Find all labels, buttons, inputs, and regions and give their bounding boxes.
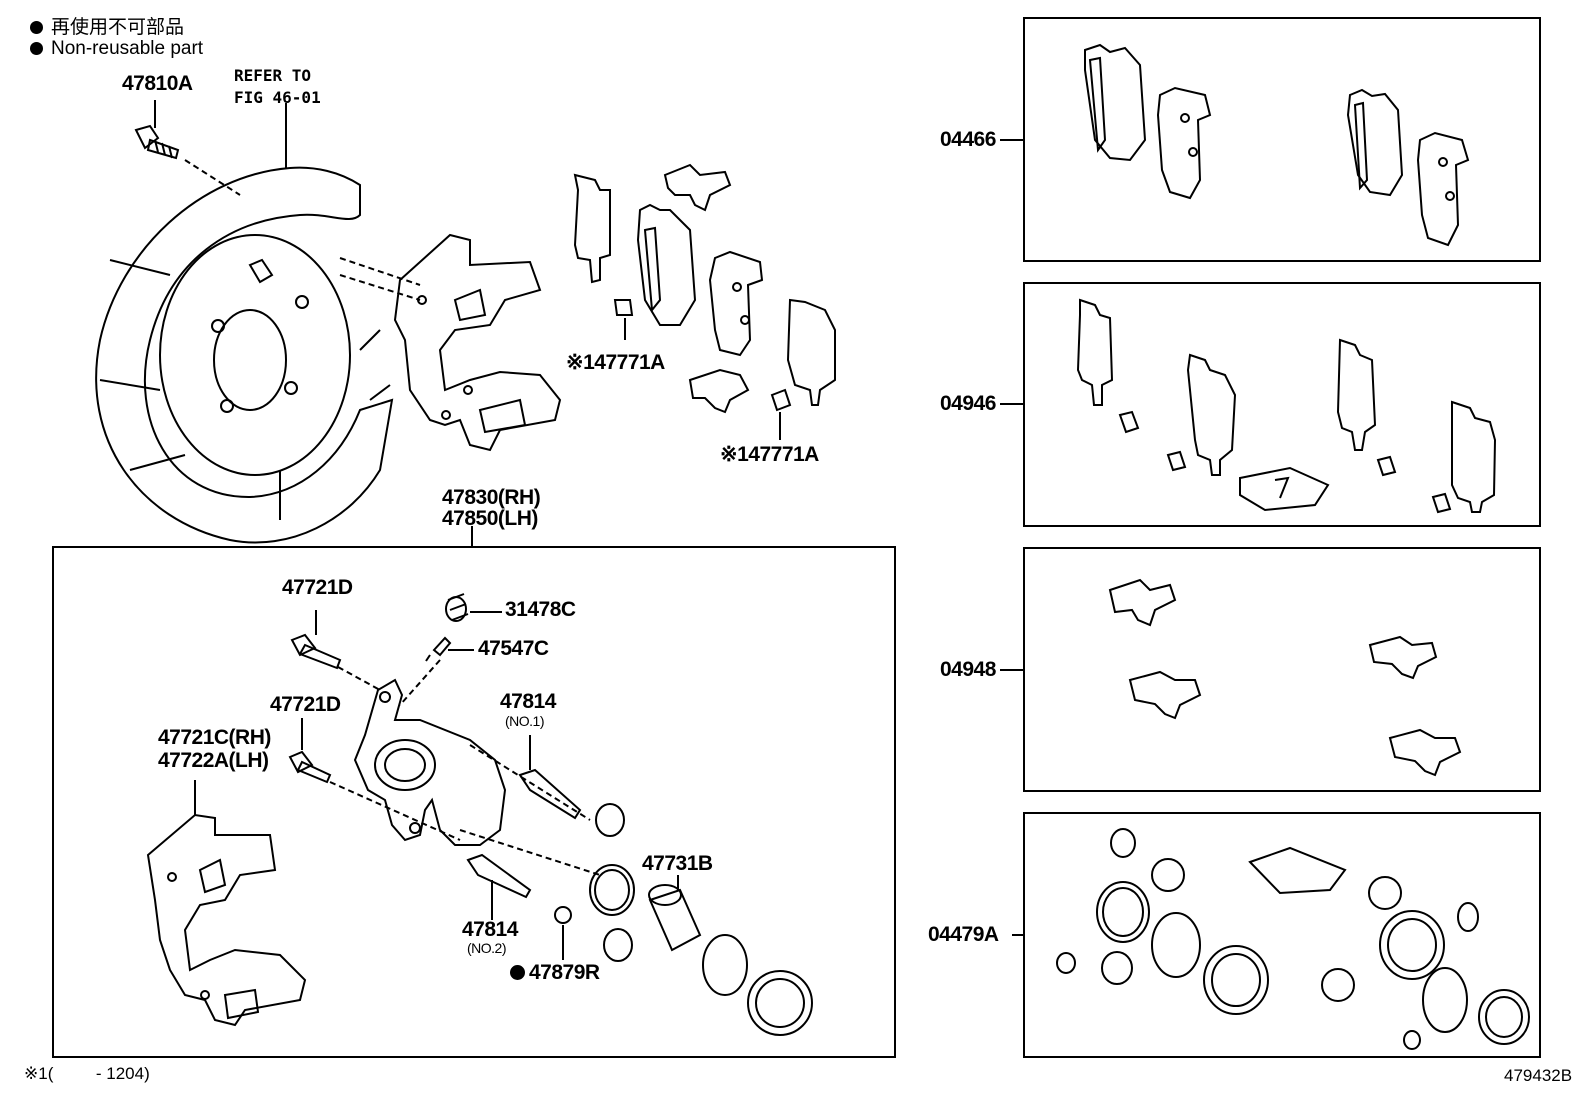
footnote: ※1( - 1204)	[24, 1064, 150, 1083]
bullet-icon	[30, 21, 43, 34]
label-47771A-top[interactable]: ※147771A	[566, 351, 665, 374]
label-47731B[interactable]: 47731B	[642, 852, 713, 875]
kit-box-04948	[1024, 548, 1540, 791]
dust-shield	[96, 168, 392, 543]
label-47879R[interactable]: 47879R	[510, 961, 600, 985]
bolt-47810A	[136, 100, 240, 195]
refer-line-1: REFER TO	[234, 66, 312, 85]
guide-pins	[468, 735, 632, 961]
caliper-bracket-top	[395, 235, 560, 450]
bolts-47721D	[290, 610, 340, 782]
kit-04946-items	[1078, 300, 1495, 512]
label-47814-no2[interactable]: 47814	[462, 918, 518, 941]
caliper-bracket-bottom	[148, 780, 305, 1025]
legend-jp: 再使用不可部品	[30, 12, 184, 39]
piston-seals	[555, 865, 812, 1035]
label-47814-no2-sub: (NO.2)	[467, 940, 507, 956]
kit-04466-items	[1085, 45, 1468, 245]
label-47547C[interactable]: 47547C	[478, 637, 549, 660]
kit-04948-items	[1110, 580, 1460, 775]
caliper-assembly-box	[53, 547, 895, 1057]
label-47814-no1[interactable]: 47814	[500, 690, 556, 713]
label-47771A-right[interactable]: ※147771A	[720, 443, 819, 466]
label-47830[interactable]: 47830(RH)	[442, 486, 541, 509]
label-31478C[interactable]: 31478C	[505, 598, 576, 621]
label-47814-no1-sub: (NO.1)	[505, 713, 545, 729]
label-47810A[interactable]: 47810A	[122, 72, 193, 95]
kit-label-04948[interactable]: 04948	[940, 658, 996, 681]
kit-label-04946[interactable]: 04946	[940, 392, 996, 415]
label-47850[interactable]: 47850(LH)	[442, 507, 538, 530]
figure-number: 479432B	[1504, 1066, 1573, 1085]
non-reusable-dot-icon	[510, 965, 525, 980]
kit-label-04479A[interactable]: 04479A	[928, 923, 999, 946]
bleeder-parts	[426, 594, 502, 661]
kit-04479A-items	[1057, 829, 1529, 1049]
pads-shims-top	[575, 165, 835, 440]
bullet-icon	[30, 42, 43, 55]
legend-en: Non-reusable part	[30, 38, 203, 60]
label-47722A[interactable]: 47722A(LH)	[158, 749, 269, 772]
refer-line-2: FIG 46-01	[234, 88, 321, 107]
kit-label-04466[interactable]: 04466	[940, 128, 996, 151]
label-47721C[interactable]: 47721C(RH)	[158, 726, 271, 749]
label-47721D-b[interactable]: 47721D	[270, 693, 341, 716]
label-47721D-a[interactable]: 47721D	[282, 576, 353, 599]
caliper-body	[330, 660, 600, 875]
